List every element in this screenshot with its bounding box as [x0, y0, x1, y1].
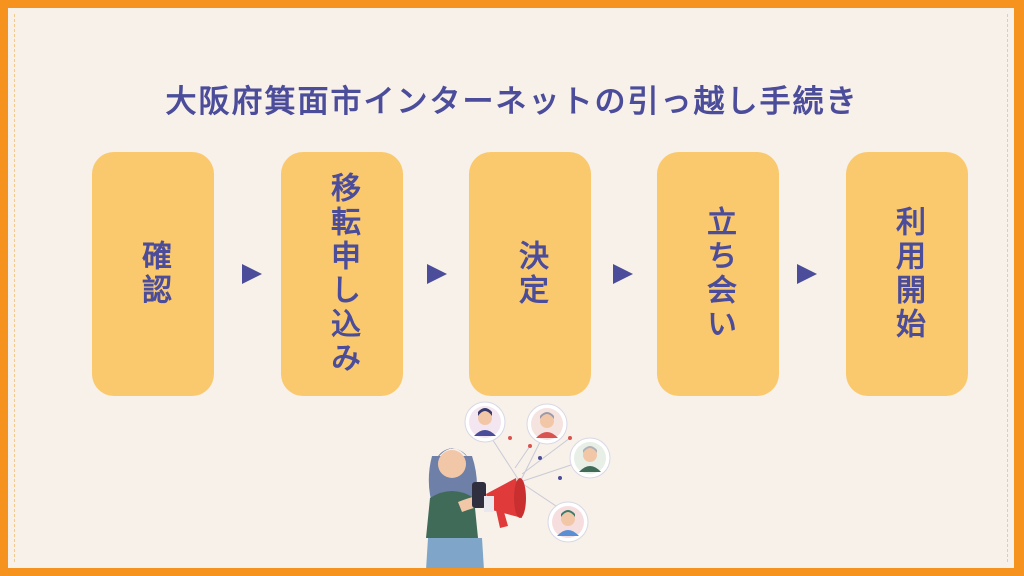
megaphone-icon	[484, 478, 526, 528]
step-box-1: 確認	[92, 152, 214, 396]
step-label-5: 利用開始	[890, 206, 925, 342]
step-box-2: 移転申し込み	[281, 152, 403, 396]
step-label-4: 立ち会い	[701, 206, 736, 342]
arrow-right-icon	[613, 264, 633, 284]
step-box-3: 決定	[469, 152, 591, 396]
arrow-right-icon	[242, 264, 262, 284]
avatar-bubble-3	[569, 437, 611, 479]
step-box-5: 利用開始	[846, 152, 968, 396]
page-title: 大阪府箕面市インターネットの引っ越し手続き	[165, 84, 859, 120]
step-label-2: 移転申し込み	[325, 172, 360, 376]
avatar-bubble-2	[526, 403, 568, 445]
avatar-bubble-4	[547, 501, 589, 543]
step-box-4: 立ち会い	[657, 152, 779, 396]
woman-figure	[426, 448, 492, 568]
arrow-right-icon	[427, 264, 447, 284]
avatar-bubble-1	[464, 401, 506, 443]
arrow-right-icon	[797, 264, 817, 284]
step-label-1: 確認	[136, 240, 171, 308]
step-label-3: 決定	[513, 240, 548, 308]
megaphone-illustration	[426, 401, 611, 568]
